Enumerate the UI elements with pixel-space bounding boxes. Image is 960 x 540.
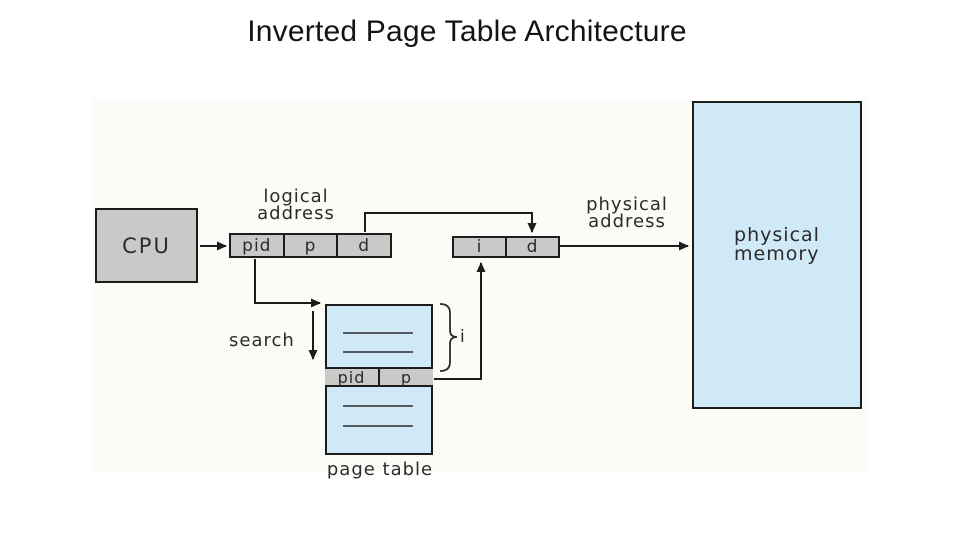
physical-address-label: physical address [565,194,689,232]
logical-address-line1: logical [263,186,329,207]
index-register-cell-i: i [476,237,483,257]
physical-address-line1: physical [586,194,668,215]
page-table-caption: page table [326,459,434,480]
logical-address-line2: address [257,203,335,224]
index-register-cell-d: d [505,237,558,257]
page-table-row-cell-p: p [378,368,433,387]
brace-i-label: i [460,327,466,347]
page-table-match-row: pid p [325,367,433,387]
logical-register-cell-pid: pid [242,235,272,256]
slide-title: Inverted Page Table Architecture [247,15,687,48]
cpu-box: CPU [95,208,198,283]
physical-memory-label-line1: physical [734,224,820,246]
page-table-box: pid p [325,304,433,455]
physical-memory-box: physical memory [692,101,862,409]
logical-address-label: logical address [234,186,358,224]
page-table-row-cell-pid: pid [337,367,366,387]
logical-register-cell-p: p [282,235,337,256]
logical-register-cell-d: d [336,235,390,256]
physical-address-line2: address [588,211,666,232]
cpu-label: CPU [122,233,171,258]
physical-memory-label-line2: memory [734,243,820,265]
search-label: search [229,330,295,351]
index-register: i d [452,236,560,258]
logical-address-register: pid p d [229,233,392,258]
